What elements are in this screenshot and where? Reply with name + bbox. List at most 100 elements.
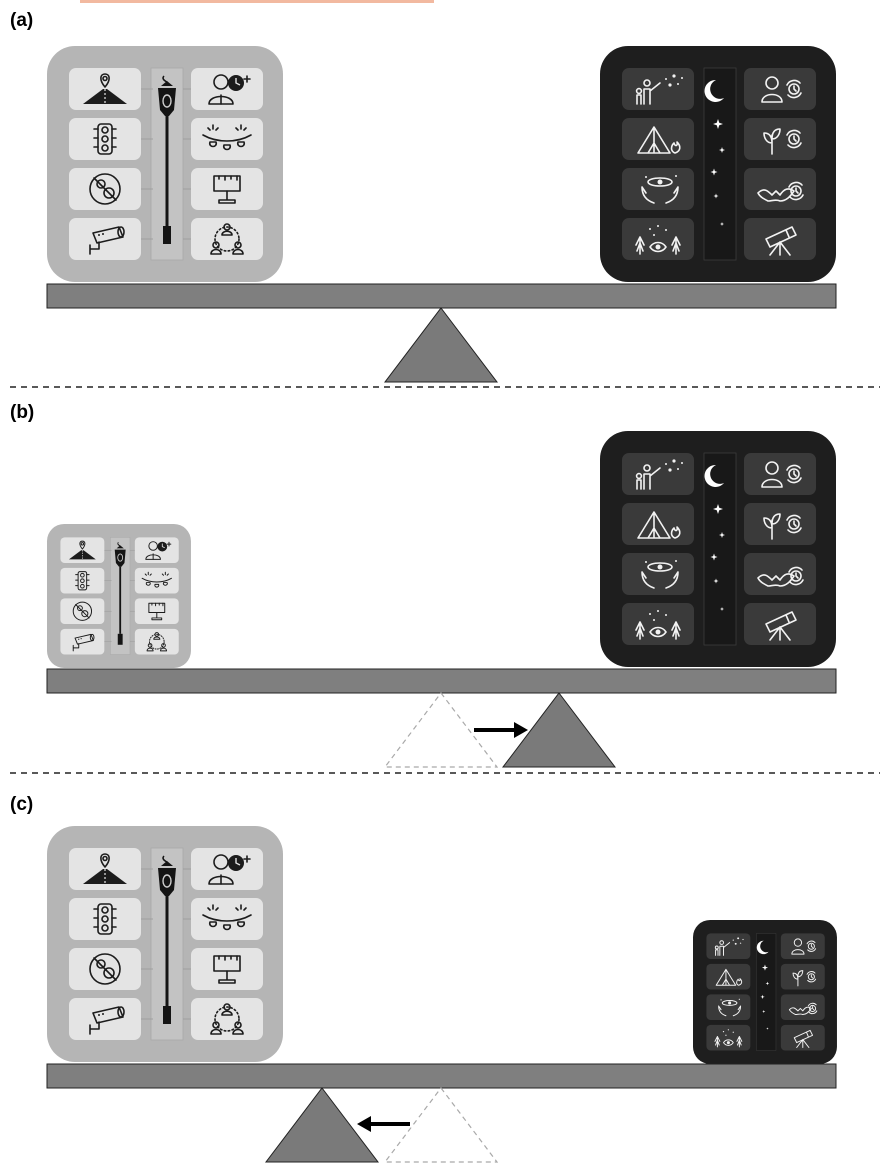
no-stars-icon xyxy=(69,168,153,210)
icon-tile xyxy=(60,567,105,594)
icon-tile xyxy=(191,118,263,160)
star-icon xyxy=(713,119,723,129)
light-pollution-box xyxy=(47,826,283,1062)
icon-tile xyxy=(622,68,694,110)
stargazing-family-icon xyxy=(706,933,751,960)
seesaw-beam xyxy=(46,1063,837,1089)
icon-tile xyxy=(622,453,694,495)
icon-tile xyxy=(744,603,816,645)
traffic-light-icon xyxy=(60,567,112,594)
person-cycle-icon xyxy=(744,453,816,495)
star-icon xyxy=(761,964,769,971)
traffic-light-icon xyxy=(69,118,153,160)
plant-cycle-icon xyxy=(744,503,816,545)
camping-icon xyxy=(622,503,694,545)
light-pollution-box xyxy=(47,524,191,668)
no-stars-icon xyxy=(69,948,153,990)
icon-tile xyxy=(69,118,141,160)
arrow-head-icon xyxy=(357,1116,371,1132)
no-stars-icon xyxy=(60,598,112,625)
star-icon xyxy=(719,532,725,538)
icon-tile xyxy=(780,963,825,990)
icon-tile xyxy=(69,898,141,940)
forest-eye-icon xyxy=(622,218,694,260)
security-camera-icon xyxy=(69,998,153,1040)
moon-icon xyxy=(704,464,724,487)
icon-tile xyxy=(622,218,694,260)
icon-tile xyxy=(744,218,816,260)
star-icon xyxy=(710,553,718,561)
icon-tile xyxy=(744,68,816,110)
star-icon xyxy=(762,1009,766,1014)
icon-tile xyxy=(134,598,179,625)
bat-cycle-icon xyxy=(744,168,816,210)
icon-tile xyxy=(69,218,141,260)
galaxy-hands-icon xyxy=(622,553,694,595)
icon-tile xyxy=(191,168,263,210)
icon-tile xyxy=(744,453,816,495)
icon-tile xyxy=(622,553,694,595)
camping-icon xyxy=(706,963,751,990)
icon-tile xyxy=(134,567,179,594)
road-pin-icon xyxy=(69,68,153,110)
icon-tile xyxy=(744,503,816,545)
moon-icon xyxy=(704,79,724,102)
community-icon xyxy=(183,998,263,1040)
star-icon xyxy=(713,578,719,584)
security-camera-icon xyxy=(69,218,153,260)
panel-a: (a) xyxy=(10,10,837,383)
person-cycle-icon xyxy=(780,933,825,960)
icon-tile xyxy=(60,628,105,655)
icon-tile xyxy=(744,168,816,210)
panel-label: (b) xyxy=(10,402,34,423)
icon-tile xyxy=(69,998,141,1040)
icon-tile xyxy=(706,994,751,1021)
stargazing-family-icon xyxy=(622,68,694,110)
star-icon xyxy=(766,1027,769,1030)
telescope-icon xyxy=(744,218,816,260)
community-icon xyxy=(183,218,263,260)
icon-tile xyxy=(706,933,751,960)
star-icon xyxy=(765,981,770,986)
plant-cycle-icon xyxy=(744,118,816,160)
icon-tile xyxy=(134,628,179,655)
billboard-icon xyxy=(129,598,179,625)
star-icon xyxy=(720,222,724,226)
billboard-icon xyxy=(183,948,263,990)
star-icon xyxy=(719,147,725,153)
person-cycle-icon xyxy=(744,68,816,110)
star-icon xyxy=(720,607,724,611)
icon-tile xyxy=(191,998,263,1040)
person-clock-icon xyxy=(129,537,179,564)
forest-eye-icon xyxy=(622,603,694,645)
seesaw-beam xyxy=(46,668,837,694)
icon-tile xyxy=(60,537,105,564)
telescope-icon xyxy=(780,1024,825,1051)
moon-icon xyxy=(756,940,769,955)
top-decoration-line xyxy=(80,0,434,3)
telescope-icon xyxy=(744,603,816,645)
star-icon xyxy=(760,994,765,999)
icon-tile xyxy=(744,118,816,160)
fulcrum xyxy=(264,1087,380,1163)
camping-icon xyxy=(622,118,694,160)
string-lights-icon xyxy=(183,898,263,940)
traffic-light-icon xyxy=(69,898,153,940)
road-pin-icon xyxy=(69,848,153,890)
previous-fulcrum-outline xyxy=(383,692,499,768)
plant-cycle-icon xyxy=(780,963,825,990)
person-clock-icon xyxy=(183,68,263,110)
bat-cycle-icon xyxy=(780,994,825,1021)
panel-label: (c) xyxy=(10,794,33,815)
panel-b: (b) xyxy=(10,402,837,768)
icon-tile xyxy=(191,898,263,940)
icon-tile xyxy=(191,218,263,260)
icon-tile xyxy=(191,948,263,990)
icon-tile xyxy=(622,168,694,210)
fulcrum xyxy=(501,692,617,768)
star-icon xyxy=(713,193,719,199)
string-lights-icon xyxy=(183,118,263,160)
galaxy-hands-icon xyxy=(622,168,694,210)
dark-sky-box xyxy=(600,46,836,282)
